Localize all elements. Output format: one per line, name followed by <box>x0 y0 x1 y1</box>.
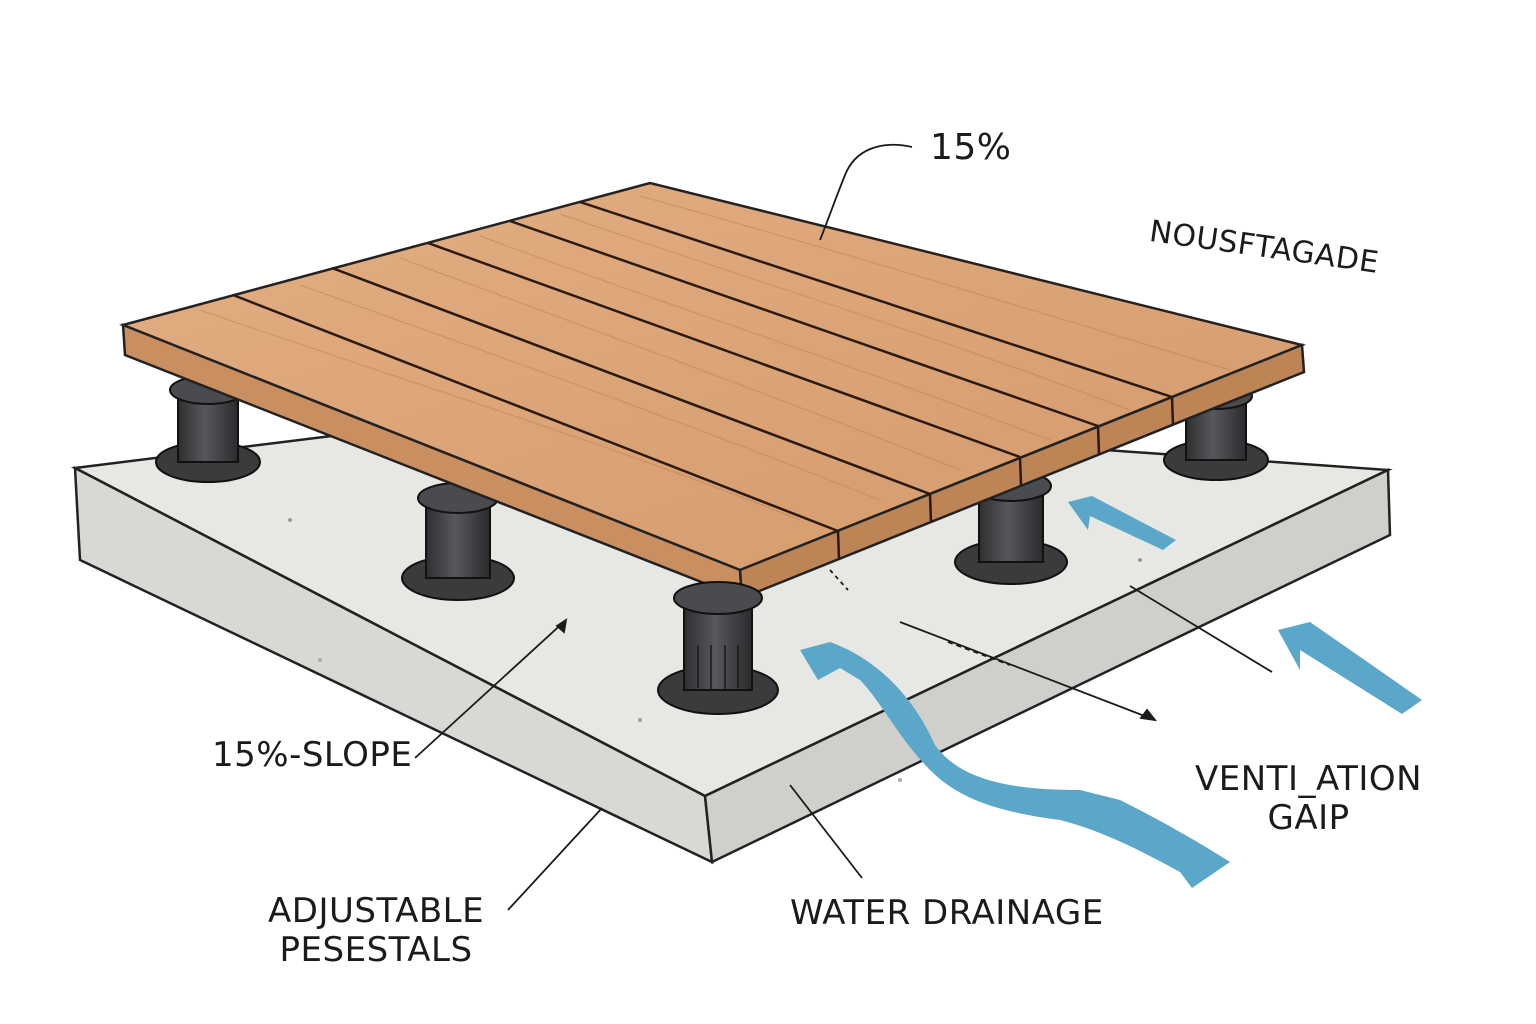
leader-lines <box>414 143 1273 911</box>
label-drainage: WATER DRAINAGE <box>790 893 1104 933</box>
pedestal-front <box>657 581 779 715</box>
pedestal-back-left <box>155 375 261 483</box>
water-arrow-back <box>1068 496 1176 550</box>
label-pedestals-line2: PESESTALS <box>279 930 473 971</box>
water-arrow-right <box>1278 622 1422 714</box>
leader-ventilation <box>1129 585 1273 673</box>
water-arrows <box>800 496 1422 888</box>
leader-gap-arrow <box>899 621 1156 721</box>
leader-top-percent <box>819 143 913 241</box>
slab-front-right <box>703 468 1392 864</box>
label-ventilation: VENTI_ATION GAIP <box>1195 759 1423 839</box>
leader-drainage <box>789 784 863 879</box>
label-pedestals: ADJUSTABLE PESESTALS <box>268 891 485 971</box>
leader-pedestals <box>507 807 603 911</box>
water-arrow-main <box>800 642 1230 888</box>
label-ventilation-line2: GAIP <box>1267 798 1350 839</box>
leader-slope <box>414 619 567 759</box>
label-slope: 15%-SLOPE <box>212 735 413 775</box>
label-top-percent: 15% <box>930 127 1012 168</box>
label-ventilation-line1: VENTI_ATION <box>1195 759 1423 799</box>
label-pedestals-line1: ADJUSTABLE <box>268 891 485 931</box>
deck-boards <box>119 181 1307 600</box>
